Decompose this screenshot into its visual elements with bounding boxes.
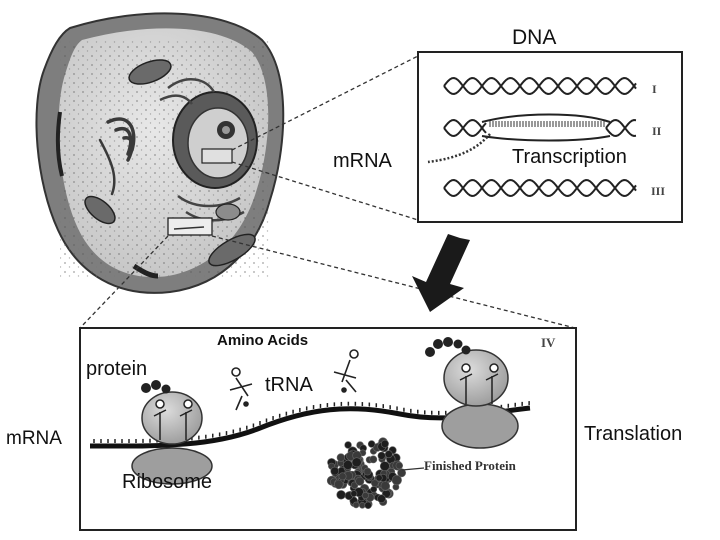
finished-protein-globule: [326, 437, 406, 509]
finished-protein-pointer: [401, 467, 425, 471]
amino-acid-bead: [363, 467, 372, 476]
mrna-strand-exiting: [427, 133, 491, 164]
label-protein: protein: [86, 358, 148, 380]
transcription-bubble: [427, 113, 611, 164]
protein-chain-short: [141, 380, 171, 394]
ribosome-right: [441, 349, 519, 449]
amino-acid-bead: [336, 490, 346, 500]
label-trna: tRNA: [265, 374, 313, 396]
dna-helix-1-strand-b: [443, 76, 637, 96]
amino-acid-bead: [344, 441, 352, 449]
amino-acid-bead: [351, 457, 362, 468]
amino-acid-bead: [330, 466, 340, 476]
amino-acid-bead: [350, 490, 358, 497]
dna-helix-2: [443, 118, 637, 138]
stage-label-i: I: [652, 82, 657, 96]
dna-helix-3: [443, 178, 637, 198]
label-amino-acids: Amino Acids: [217, 332, 309, 349]
dna-helix-3-strand-b: [443, 178, 637, 198]
amino-acid-bead: [370, 485, 378, 493]
label-ribosome: Ribosome: [122, 471, 213, 493]
process-arrow: [412, 234, 470, 312]
zoom-lines: [79, 55, 576, 329]
amino-acid-bead: [336, 453, 346, 462]
label-finished-protein: Finished Protein: [424, 458, 516, 473]
amino-acid-bead: [352, 501, 360, 509]
stage-label-iii: III: [651, 184, 666, 198]
amino-acid-bead: [391, 475, 402, 486]
dna-helix-2-strand-b: [443, 118, 637, 138]
label-translation: Translation: [584, 423, 683, 445]
amino-acid-bead: [395, 461, 403, 470]
trna-free-2: [333, 349, 359, 393]
trna-in-ribosome: [153, 399, 193, 440]
trna-free-1: [229, 367, 253, 411]
translation-panel: [79, 327, 577, 531]
amino-acid-bead: [367, 440, 376, 448]
amino-acid-bead: [343, 460, 353, 470]
stage-label-iv: IV: [541, 335, 556, 350]
label-transcription: Transcription: [512, 146, 627, 168]
amino-acid-bead: [370, 479, 379, 488]
dna-panel: [417, 51, 683, 223]
nucleus: [172, 91, 258, 189]
amino-acid-bead: [397, 468, 406, 478]
amino-acid-bead: [358, 501, 366, 509]
ribosome-left: [131, 391, 213, 485]
dna-helix-1: [443, 76, 637, 96]
protein-chain-long: [425, 337, 471, 357]
amino-acid-bead: [334, 479, 344, 490]
amino-acid-bead: [377, 494, 386, 504]
ribosome-zoom-box: [167, 217, 213, 236]
amino-acid-bead: [355, 476, 365, 486]
amino-acid-bead: [379, 461, 390, 471]
nucleus-zoom-box: [201, 148, 233, 164]
amino-acid-bead: [338, 472, 347, 481]
amino-acid-bead: [377, 451, 386, 460]
label-dna: DNA: [512, 26, 557, 49]
eukaryotic-cell: [35, 12, 285, 294]
stage-label-ii: II: [652, 124, 662, 138]
amino-acid-bead: [375, 474, 383, 482]
amino-acid-bead: [384, 450, 393, 459]
amino-acid-bead: [361, 491, 369, 499]
amino-acid-bead: [380, 439, 389, 448]
mitochondria: [84, 59, 256, 267]
label-mrna-transcription: mRNA: [333, 150, 392, 172]
amino-acid-bead: [369, 455, 378, 464]
label-mrna-translation: mRNA: [6, 428, 62, 449]
amino-acid-bead: [364, 501, 372, 509]
golgi-apparatus: [98, 117, 136, 196]
amino-acid-bead: [380, 481, 390, 491]
